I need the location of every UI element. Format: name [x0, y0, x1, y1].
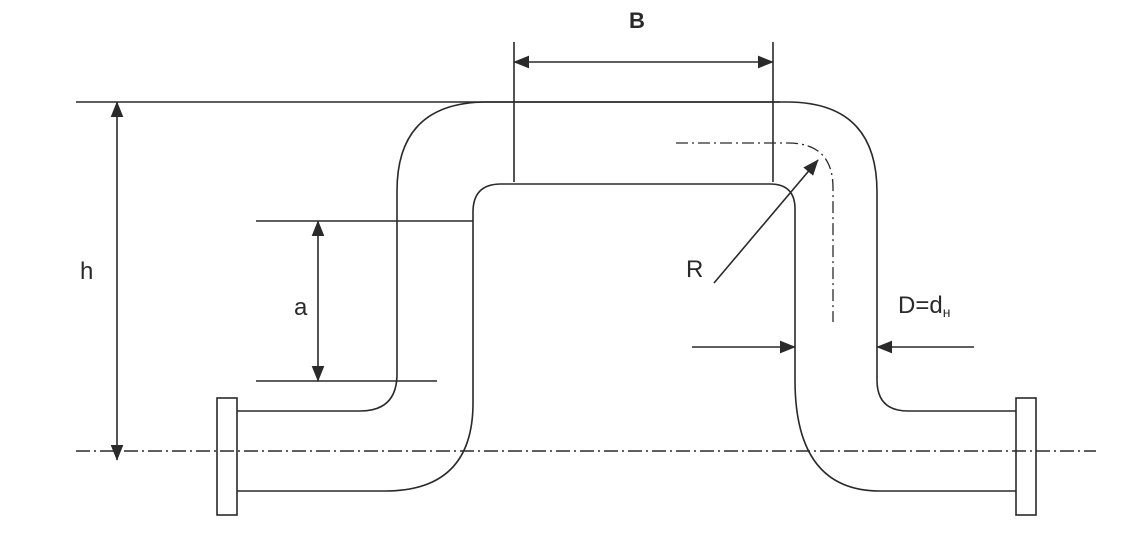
bend-centerline — [676, 142, 834, 322]
label-d: D=dн — [898, 292, 951, 320]
label-a: a — [294, 294, 308, 321]
r-radius-arrow — [713, 159, 819, 284]
label-d-subscript: н — [942, 304, 951, 320]
left-flange — [216, 397, 238, 516]
pipe-inner-wall — [237, 183, 1016, 492]
pipe-outer-wall — [237, 101, 1016, 412]
label-b: B — [629, 8, 645, 33]
right-flange — [1015, 397, 1037, 516]
label-d-main: D=d — [898, 292, 943, 319]
label-h: h — [80, 258, 94, 285]
label-r: R — [686, 256, 704, 283]
